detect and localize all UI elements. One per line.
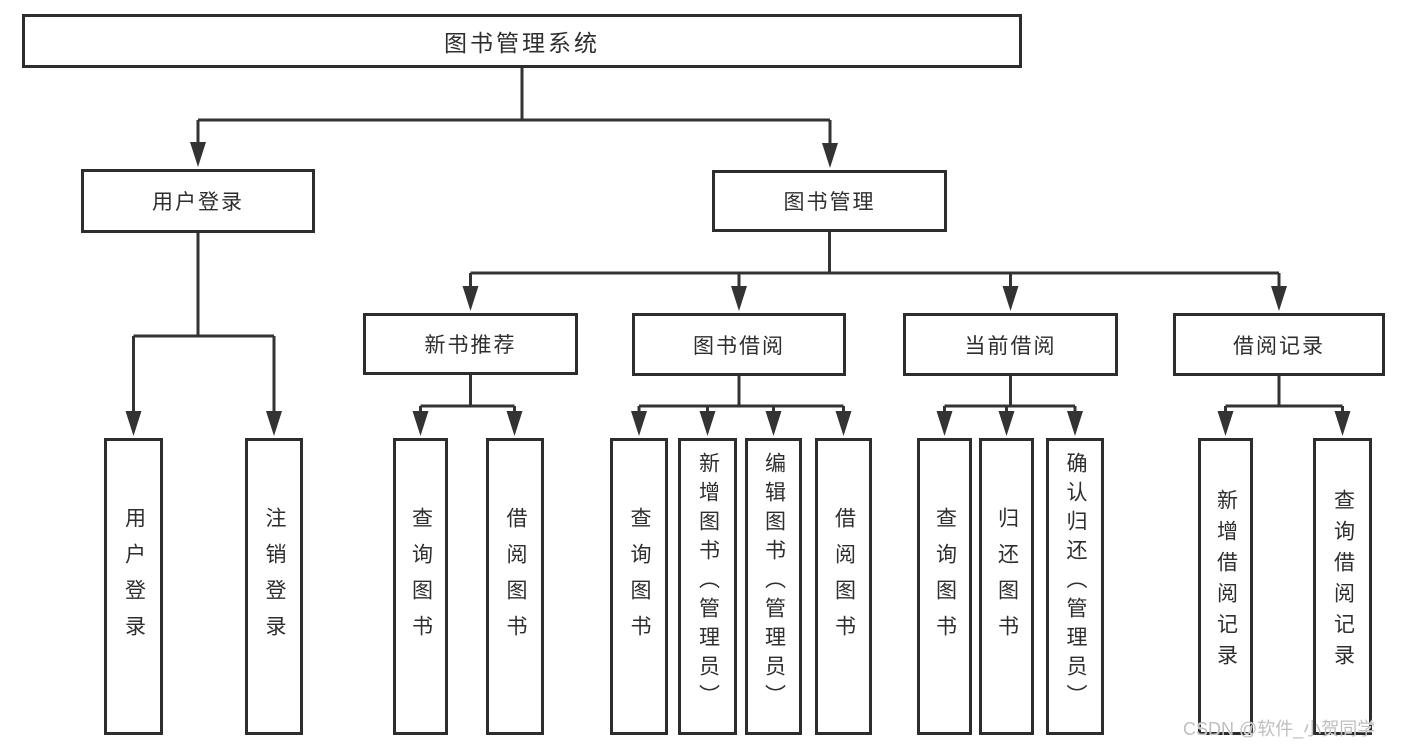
leaf-logout-login: 注销登录 [245,438,303,735]
leaf-br-query-record-label: 查询借阅记录 [1331,488,1355,675]
node-borrow-records-label: 借阅记录 [1233,334,1325,358]
leaf-user-login: 用户登录 [104,438,163,735]
leaf-nb-borrow-books: 借阅图书 [486,438,544,735]
leaf-cb-query-books-label: 查询图书 [933,506,957,651]
node-new-book-recommend-label: 新书推荐 [424,334,517,357]
node-current-borrow: 当前借阅 [903,313,1118,376]
node-user-login-label: 用户登录 [152,191,244,214]
node-new-book-recommend: 新书推荐 [363,313,578,375]
leaf-bb-borrow-books: 借阅图书 [815,438,872,735]
leaf-bb-edit-books-admin: 编辑图书（管理员） [745,438,802,735]
connector-paths [132,68,1344,420]
leaf-cb-return-books-label: 归还图书 [995,506,1019,651]
leaf-cb-confirm-return-admin: 确认归还（管理员） [1046,438,1104,735]
leaf-bb-add-books-admin: 新增图书（管理员） [678,438,737,735]
node-borrow-records: 借阅记录 [1173,313,1385,376]
leaf-nb-query-books: 查询图书 [393,438,448,735]
leaf-cb-confirm-return-admin-label: 确认归还（管理员） [1064,452,1087,713]
leaf-nb-borrow-books-label: 借阅图书 [504,506,527,651]
leaf-bb-borrow-books-label: 借阅图书 [832,506,856,651]
leaf-user-login-label: 用户登录 [122,506,146,651]
leaf-logout-login-label: 注销登录 [263,506,286,651]
leaf-nb-query-books-label: 查询图书 [409,506,433,651]
leaf-cb-query-books: 查询图书 [917,438,972,735]
node-current-borrow-label: 当前借阅 [964,334,1057,358]
node-root: 图书管理系统 [22,14,1022,68]
node-book-borrow-label: 图书借阅 [693,334,785,358]
node-book-management-label: 图书管理 [783,191,876,214]
node-book-management: 图书管理 [712,170,947,232]
leaf-br-add-record: 新增借阅记录 [1198,438,1253,735]
leaf-bb-edit-books-admin-label: 编辑图书（管理员） [762,452,786,713]
leaf-bb-add-books-admin-label: 新增图书（管理员） [696,452,720,713]
leaf-bb-query-books: 查询图书 [610,438,668,735]
leaf-br-query-record: 查询借阅记录 [1313,438,1372,735]
leaf-bb-query-books-label: 查询图书 [628,506,651,651]
watermark: CSDN @软件_小贺同学 [1183,719,1376,739]
leaf-br-add-record-label: 新增借阅记录 [1214,488,1238,675]
node-root-label: 图书管理系统 [444,30,600,56]
node-book-borrow: 图书借阅 [632,313,846,376]
node-user-login: 用户登录 [81,169,315,233]
leaf-cb-return-books: 归还图书 [979,438,1034,735]
